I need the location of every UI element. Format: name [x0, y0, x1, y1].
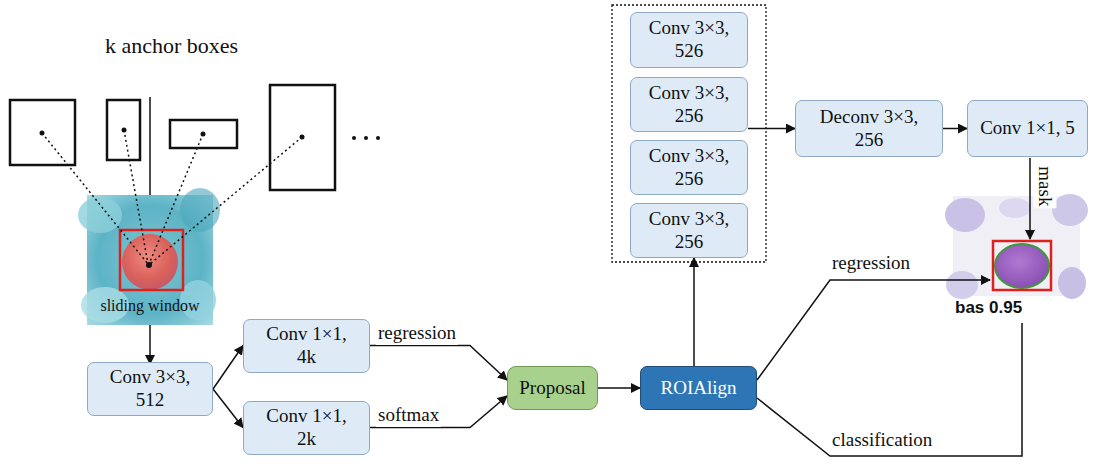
output-label: regression — [832, 252, 910, 275]
proposal-box: Proposal — [507, 366, 598, 410]
connector-arrow — [370, 396, 507, 428]
result-image-part — [993, 241, 1051, 290]
connector-arrow — [598, 387, 640, 389]
layer-box: Conv 1×1, 2k — [243, 401, 370, 455]
edge-label: softmax — [376, 404, 441, 427]
mask-head-group — [612, 5, 766, 262]
layer-box: Conv 3×3, 526 — [630, 12, 748, 68]
classification-line — [757, 323, 1022, 456]
box-text: Conv 3×3, 512 — [100, 366, 200, 412]
anchor-boxes-part — [270, 85, 335, 190]
result-image-part — [1058, 267, 1086, 299]
box-text: Conv 3×3, 256 — [639, 208, 739, 254]
output-label: classification — [832, 429, 932, 452]
sliding-window-image — [78, 188, 220, 325]
connector-arrow — [943, 128, 967, 130]
box-text: ROIAlign — [661, 377, 737, 400]
result-image-part — [999, 198, 1031, 218]
connector-arrow — [213, 346, 243, 390]
result-image-part — [946, 271, 978, 299]
anchor-boxes-part — [149, 97, 151, 195]
image-arrow — [149, 325, 151, 364]
box-text: Conv 1×1, 5 — [980, 117, 1075, 140]
layer-box: Conv 3×3, 256 — [630, 77, 748, 132]
roialign-box: ROIAlign — [640, 366, 757, 410]
result-image-part — [1052, 194, 1088, 226]
output-label: mask — [1034, 164, 1057, 208]
mask-line — [1029, 158, 1031, 239]
class-score: bas 0.95 — [955, 298, 1022, 318]
edge-label: regression — [376, 322, 458, 345]
anchor-rays-part — [124, 130, 148, 264]
anchor-boxes-part — [364, 136, 368, 140]
box-text: Conv 3×3, 526 — [639, 17, 739, 63]
anchor-boxes-part — [107, 100, 140, 160]
layer-box: Conv 1×1, 5 — [967, 100, 1088, 157]
anchor-rays-part — [146, 262, 152, 268]
sliding-window-image-part — [180, 188, 220, 232]
anchor-boxes-part — [352, 136, 356, 140]
result-image-part — [945, 198, 985, 232]
box-text: Deconv 3×3, 256 — [808, 106, 930, 152]
layer-box: Conv 1×1, 4k — [243, 319, 370, 373]
box-text: Conv 3×3, 256 — [639, 82, 739, 128]
anchor-boxes-part — [376, 136, 380, 140]
box-text: Conv 3×3, 256 — [639, 145, 739, 191]
anchor-rays-part — [149, 134, 203, 264]
figure-caption: k anchor boxes — [105, 33, 238, 59]
result-image — [945, 194, 1088, 299]
image-label: sliding window — [100, 296, 199, 315]
anchor-boxes-part — [170, 120, 237, 148]
result-image-part — [995, 244, 1049, 288]
anchor-rays — [42, 130, 302, 268]
anchor-rays-part — [150, 137, 302, 264]
regression-line — [757, 280, 990, 380]
layer-box: Conv 3×3, 256 — [630, 203, 748, 258]
anchor-rays-part — [42, 133, 148, 264]
box-text: Conv 1×1, 2k — [257, 405, 357, 451]
layer-box: Deconv 3×3, 256 — [795, 100, 943, 157]
connector-arrow — [693, 258, 695, 366]
connector-arrow — [213, 389, 243, 428]
layer-box: Conv 3×3, 512 — [87, 362, 213, 416]
anchor-boxes-part — [10, 100, 75, 165]
sliding-window-image-part — [78, 197, 122, 233]
box-text: Proposal — [519, 377, 586, 400]
box-text: Conv 1×1, 4k — [257, 323, 357, 369]
anchor-boxes — [10, 85, 380, 195]
sliding-window-image-part — [120, 230, 183, 290]
connector-arrow — [370, 346, 507, 381]
connector-arrow — [748, 128, 795, 130]
layer-box: Conv 3×3, 256 — [630, 140, 748, 195]
